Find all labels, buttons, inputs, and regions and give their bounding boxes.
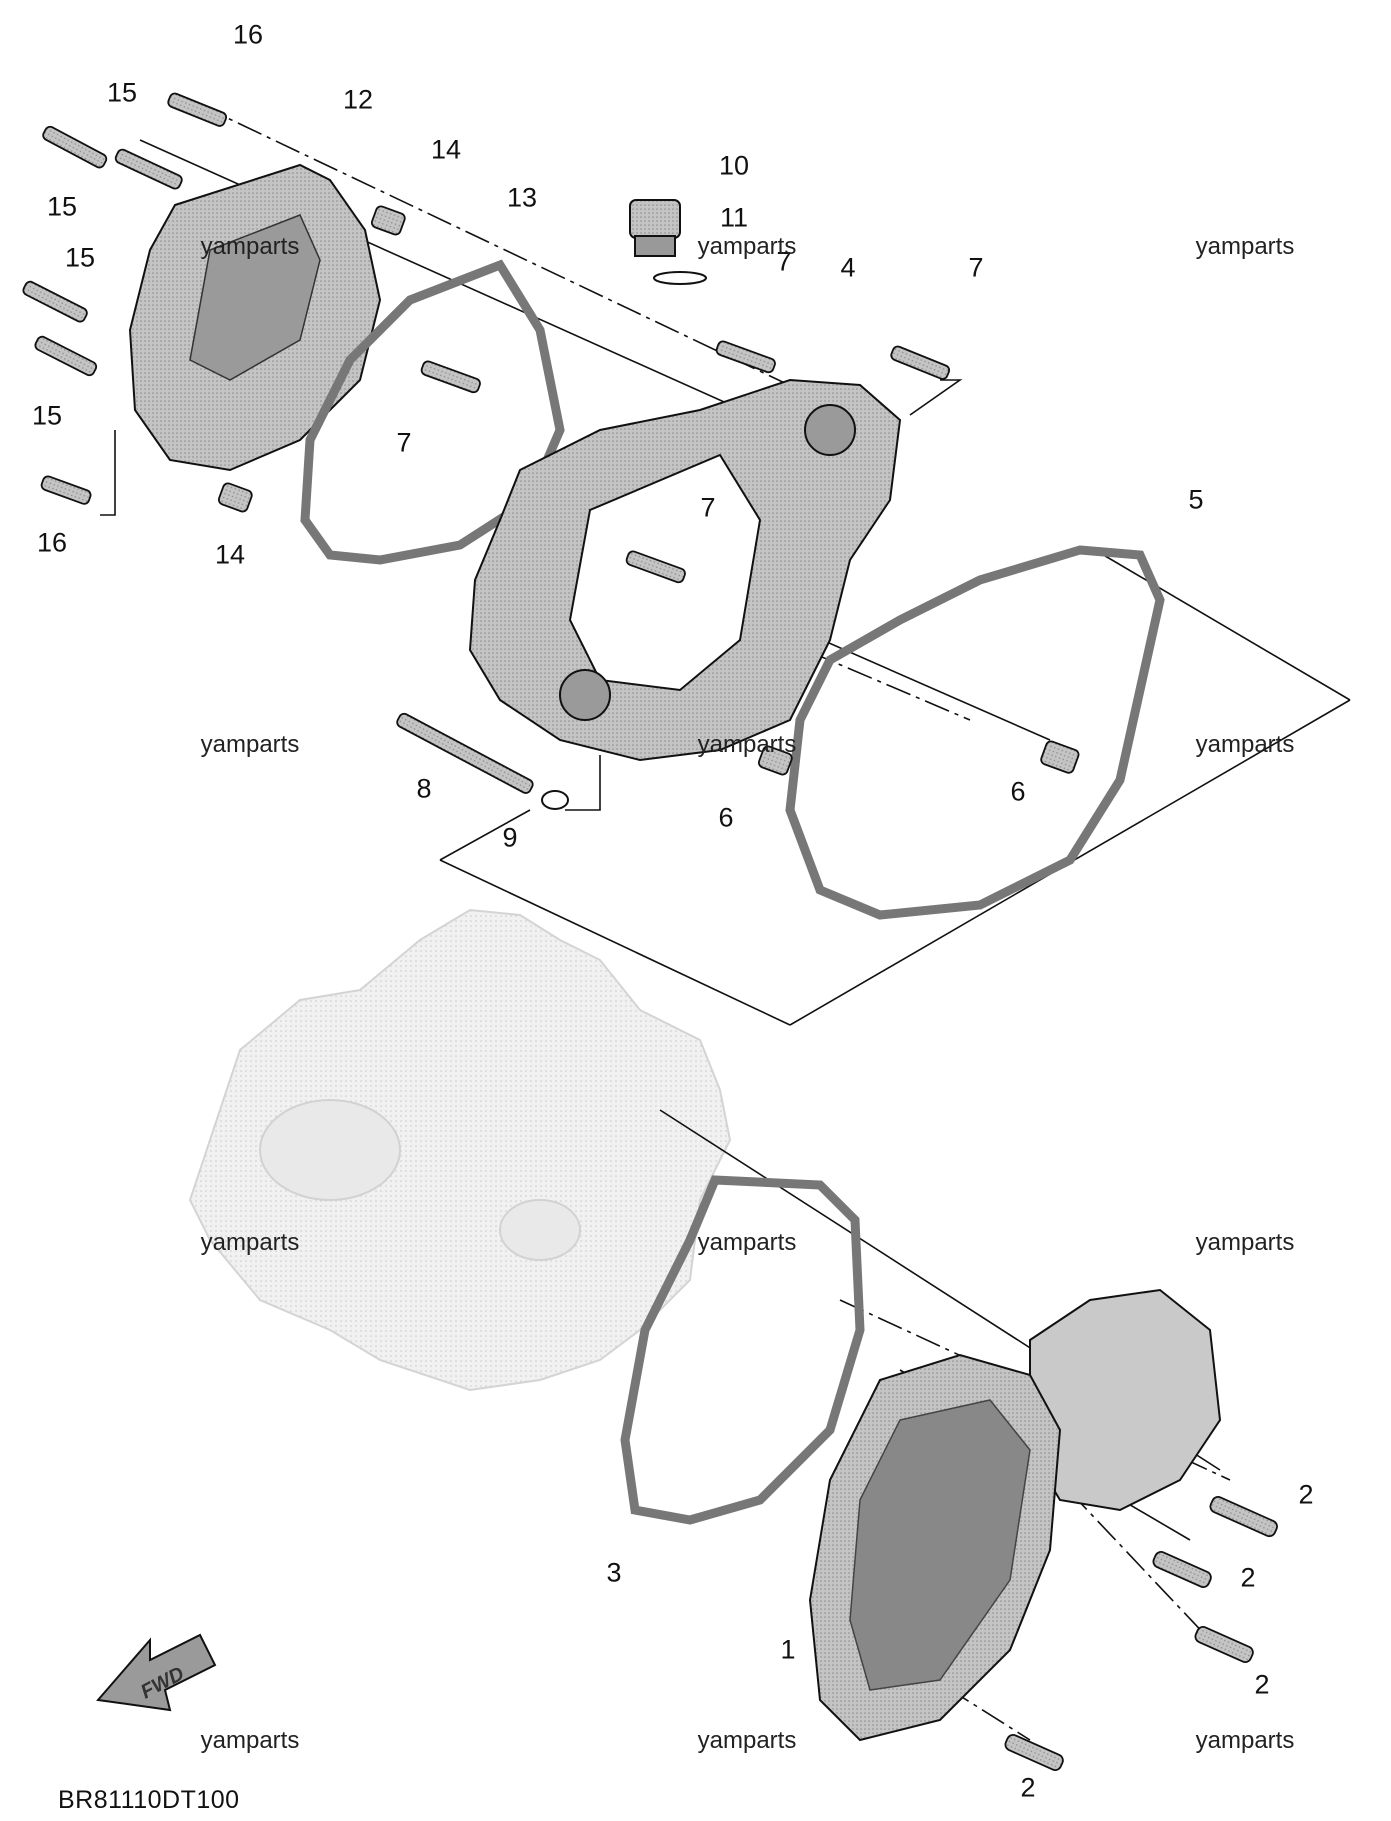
- watermark: yamparts: [697, 1229, 797, 1256]
- callout-16-bottom: 16: [36, 527, 68, 558]
- callout-14-top: 14: [430, 134, 462, 165]
- callout-5: 5: [1188, 484, 1204, 515]
- engine-ghost: [188, 908, 732, 1392]
- callout-15-b: 15: [46, 191, 78, 222]
- callout-7-b: 7: [968, 252, 984, 283]
- bolt-16-bottom: [40, 475, 92, 505]
- bolt-15-c: [22, 280, 88, 323]
- callout-14-bottom: 14: [214, 539, 246, 570]
- part-3-gasket: [620, 1175, 865, 1525]
- dowels: [217, 205, 1080, 776]
- callout-7-a: 7: [776, 246, 792, 277]
- watermark: yamparts: [1195, 1229, 1295, 1256]
- bolt-7-b: [715, 340, 776, 374]
- bolt-8: [396, 712, 534, 794]
- bolt-2-c: [1194, 1626, 1254, 1663]
- bolt-7-a: [420, 360, 481, 394]
- part-12-cover: [128, 163, 382, 472]
- watermark: yamparts: [200, 1229, 300, 1256]
- callout-6-b: 6: [1010, 776, 1026, 807]
- callout-16-top: 16: [232, 19, 264, 50]
- callout-10: 10: [718, 150, 750, 181]
- watermark: yamparts: [1195, 731, 1295, 758]
- callout-3: 3: [606, 1557, 622, 1588]
- watermark: yamparts: [1195, 233, 1295, 260]
- callout-7-c: 7: [396, 427, 412, 458]
- callout-2-b: 2: [1240, 1562, 1256, 1593]
- callout-2-a: 2: [1298, 1479, 1314, 1510]
- diagram-code: BR81110DT100: [58, 1786, 240, 1814]
- callout-12: 12: [342, 84, 374, 115]
- watermark: yamparts: [200, 731, 300, 758]
- part-13-gasket: [300, 259, 565, 565]
- callout-15-a: 15: [106, 77, 138, 108]
- part-10-oil-cap: [629, 199, 707, 285]
- callout-2-c: 2: [1254, 1669, 1270, 1700]
- bolt-7-d: [625, 550, 686, 584]
- part-1-generator-cover: [808, 1288, 1222, 1742]
- bolt-16-top: [167, 92, 228, 127]
- bolt-15-d: [34, 335, 98, 377]
- watermark: yamparts: [200, 1727, 300, 1754]
- watermark: yamparts: [200, 233, 300, 260]
- watermark: yamparts: [697, 1727, 797, 1754]
- part-5-gasket: [785, 545, 1165, 920]
- callout-9: 9: [502, 822, 518, 853]
- watermark: yamparts: [1195, 1727, 1295, 1754]
- watermark: yamparts: [697, 731, 797, 758]
- callout-4: 4: [840, 252, 856, 283]
- bolt-7-c: [890, 345, 951, 380]
- bolt-2-b: [1152, 1551, 1212, 1588]
- part-9-washer: [541, 790, 569, 810]
- callout-7-d: 7: [700, 492, 716, 523]
- bolt-2-a: [1209, 1496, 1278, 1538]
- callout-11: 11: [719, 202, 749, 233]
- callout-1: 1: [780, 1634, 796, 1665]
- callout-8: 8: [416, 773, 432, 804]
- fwd-arrow-icon: [96, 1633, 217, 1712]
- bolt-15-a: [42, 125, 108, 169]
- bolts: [22, 92, 1278, 1771]
- callout-15-d: 15: [31, 400, 63, 431]
- part-4-crankcase-cover: [468, 378, 902, 762]
- bolt-2-d: [1004, 1734, 1064, 1771]
- bolt-15-b: [114, 148, 183, 190]
- watermark: yamparts: [697, 233, 797, 260]
- callout-2-d: 2: [1020, 1772, 1036, 1803]
- callout-13: 13: [506, 182, 538, 213]
- callout-6-a: 6: [718, 802, 734, 833]
- callout-15-c: 15: [64, 242, 96, 273]
